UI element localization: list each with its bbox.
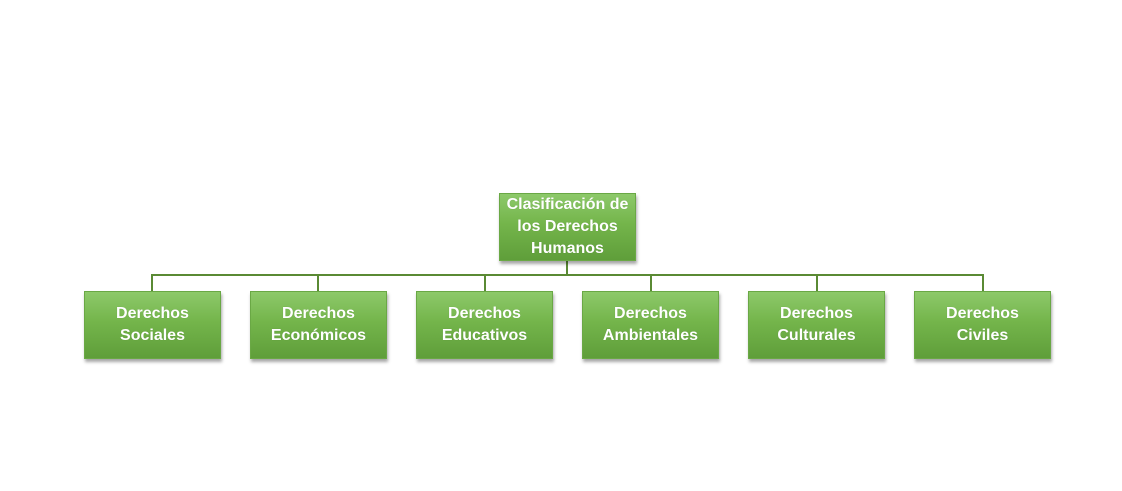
connector-horizontal-bar: [151, 274, 984, 276]
child-node-derechos-culturales: Derechos Culturales: [748, 291, 885, 359]
child-node-derechos-educativos: Derechos Educativos: [416, 291, 553, 359]
child-node-derechos-economicos: Derechos Económicos: [250, 291, 387, 359]
connector-child-5: [816, 274, 818, 292]
connector-child-3: [484, 274, 486, 292]
child-node-label: Derechos Sociales: [116, 305, 189, 344]
child-node-label: Derechos Educativos: [441, 305, 528, 344]
root-node-label: Clasificación de los Derechos Humanos: [506, 196, 629, 257]
connector-child-1: [151, 274, 153, 292]
connector-child-2: [317, 274, 319, 292]
connector-child-6: [982, 274, 984, 292]
child-node-derechos-sociales: Derechos Sociales: [84, 291, 221, 359]
child-node-label: Derechos Ambientales: [602, 305, 699, 344]
child-node-derechos-civiles: Derechos Civiles: [914, 291, 1051, 359]
connector-root-vertical: [566, 261, 568, 275]
root-node: Clasificación de los Derechos Humanos: [499, 193, 636, 261]
connector-child-4: [650, 274, 652, 292]
child-node-label: Derechos Culturales: [777, 305, 856, 344]
child-node-label: Derechos Económicos: [270, 305, 367, 344]
child-node-derechos-ambientales: Derechos Ambientales: [582, 291, 719, 359]
child-node-label: Derechos Civiles: [946, 305, 1019, 344]
